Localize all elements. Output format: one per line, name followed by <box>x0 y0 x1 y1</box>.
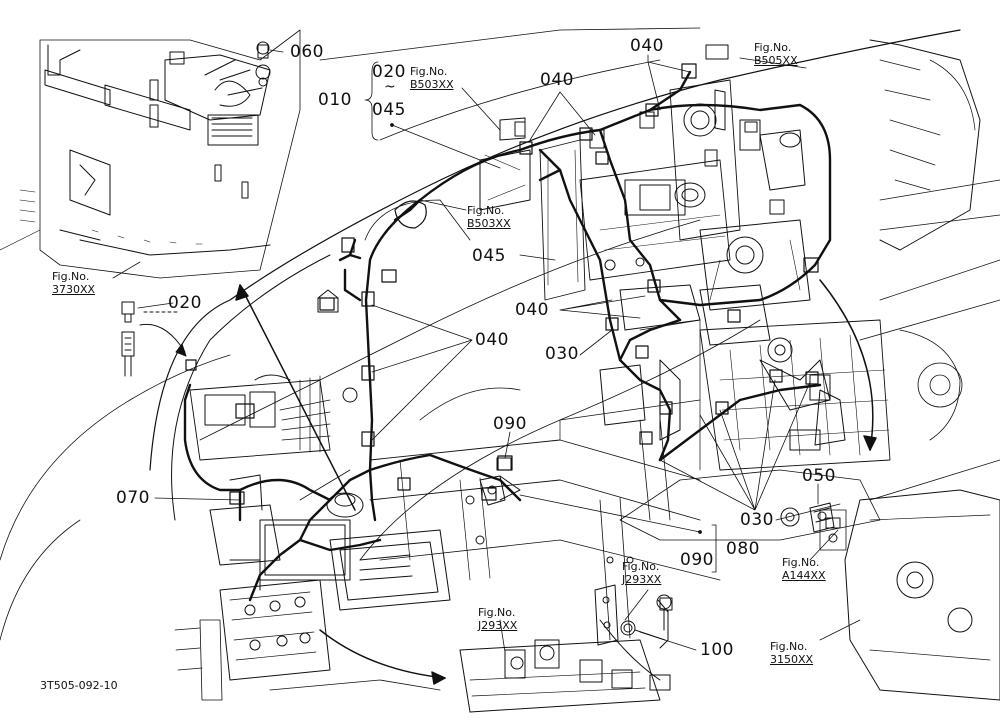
part-number-040-top-left: 040 <box>540 70 574 90</box>
figure-ref-label: Fig.No. <box>782 556 820 569</box>
figure-ref-label: Fig.No. <box>622 560 660 573</box>
figure-ref-label: Fig.No. <box>52 270 90 283</box>
figure-ref-a144: Fig.No. A144XX <box>782 556 826 582</box>
hydraulic-valve-bottom <box>459 584 672 713</box>
part-number-090-top: 090 <box>493 414 527 434</box>
part-number-010: 010 <box>318 90 352 110</box>
figure-ref-code: 3150XX <box>770 653 814 666</box>
part-number-045-middle: 045 <box>472 246 506 266</box>
figure-ref-code: J293XX <box>478 619 518 632</box>
figure-ref-code: B503XX <box>467 217 511 230</box>
figure-ref-b503-top: Fig.No. B503XX <box>410 65 454 91</box>
engine-block-right <box>619 39 1000 541</box>
connector-020-part <box>121 301 187 377</box>
figure-ref-3150: Fig.No. 3150XX <box>770 640 813 666</box>
figure-ref-label: Fig.No. <box>467 204 505 217</box>
part-number-040-center: 040 <box>515 300 549 320</box>
figure-ref-label: Fig.No. <box>478 606 516 619</box>
figure-ref-b505: Fig.No. B505XX <box>754 41 798 67</box>
part-number-100: 100 <box>700 640 734 660</box>
part-number-040-top-right: 040 <box>630 36 664 56</box>
fastener-090-part <box>479 457 521 506</box>
drawing-code: 3T505-092-10 <box>40 679 118 692</box>
figure-ref-code: B503XX <box>410 78 454 91</box>
part-number-050: 050 <box>802 466 836 486</box>
top-left-bracket-inset <box>0 29 301 279</box>
figure-ref-j293-right: Fig.No. J293XX <box>622 560 661 586</box>
part-number-090-bottom: 090 <box>680 550 714 570</box>
clamp-050-part <box>775 502 841 533</box>
front-frame-bottom <box>174 559 441 701</box>
part-number-060: 060 <box>290 42 324 62</box>
part-number-045-range-end: 045 <box>372 100 406 120</box>
part-number-020-range-start: 020 <box>372 62 406 82</box>
part-number-020-left: 020 <box>168 293 202 313</box>
bolt-100-part <box>623 597 673 633</box>
figure-ref-code: 3730XX <box>52 283 96 296</box>
figure-ref-b503-middle: Fig.No. B503XX <box>467 204 511 230</box>
front-grille <box>189 289 358 461</box>
figure-ref-label: Fig.No. <box>754 41 792 54</box>
figure-ref-label: Fig.No. <box>770 640 808 653</box>
part-number-030-middle: 030 <box>545 344 579 364</box>
figure-ref-j293-left: Fig.No. J293XX <box>478 606 517 632</box>
figure-ref-code: J293XX <box>622 573 662 586</box>
figure-ref-code: A144XX <box>782 569 826 582</box>
center-frame-rails <box>369 399 721 641</box>
wiring-harness <box>183 70 832 602</box>
figure-ref-code: B505XX <box>754 54 798 67</box>
figure-ref-label: Fig.No. <box>410 65 448 78</box>
part-number-080: 080 <box>726 539 760 559</box>
part-number-030-right: 030 <box>740 510 774 530</box>
harness-clamps <box>185 63 819 505</box>
direction-arrows <box>235 279 877 685</box>
part-number-040-left: 040 <box>475 330 509 350</box>
figure-ref-3730: Fig.No. 3730XX <box>52 270 95 296</box>
leader-lines <box>112 49 861 653</box>
range-tilde: ~ <box>384 79 397 95</box>
part-number-070: 070 <box>116 488 150 508</box>
gear-housing <box>819 489 1000 701</box>
